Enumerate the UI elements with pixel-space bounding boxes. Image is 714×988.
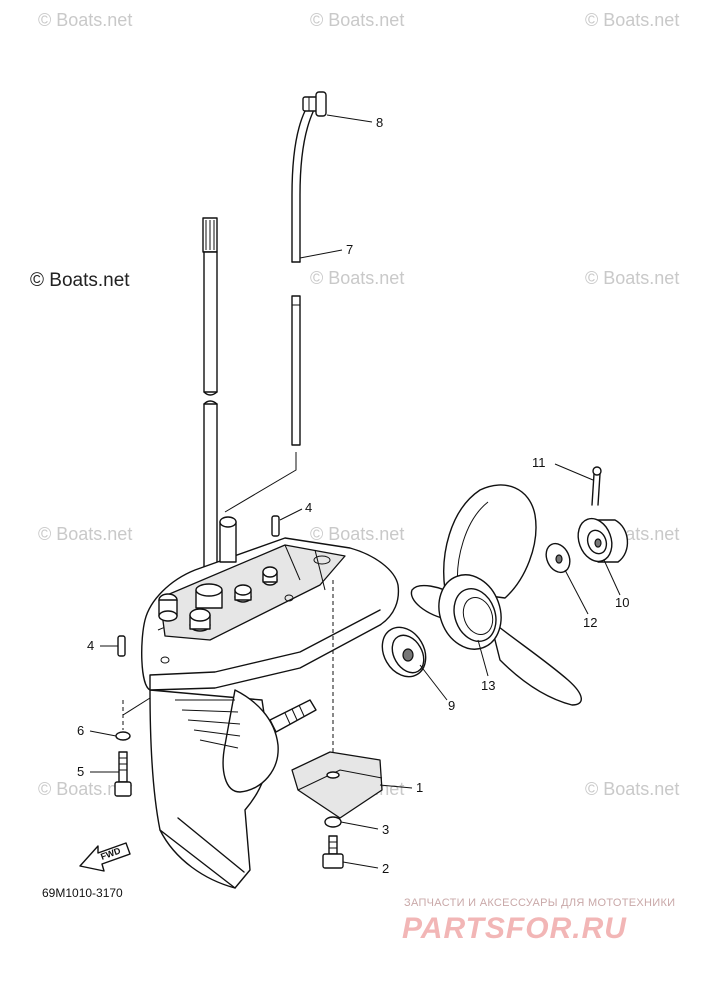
part-4-dowel-pin — [117, 515, 280, 657]
callout-labels: 8 7 4 4 6 5 1 3 2 9 13 12 10 11 — [77, 115, 629, 876]
part-3-washer — [324, 816, 342, 828]
part-8-hose-fitting — [302, 91, 327, 117]
watermark: © Boats.net — [585, 268, 679, 288]
watermark: © Boats.net — [38, 779, 132, 799]
callout-5: 5 — [77, 764, 84, 779]
part-10-propeller-nut — [577, 517, 629, 563]
callout-4: 4 — [87, 638, 94, 653]
callout-3: 3 — [382, 822, 389, 837]
watermark: © Boats.net — [38, 524, 132, 544]
callout-11: 11 — [532, 455, 546, 470]
callout-9: 9 — [448, 698, 455, 713]
watermark-layer: © Boats.net © Boats.net © Boats.net © Bo… — [30, 10, 679, 799]
watermark: © Boats.net — [585, 779, 679, 799]
callout-1: 1 — [416, 780, 423, 795]
lower-unit-housing — [141, 516, 400, 889]
forward-direction-arrow: FWD — [79, 842, 131, 872]
driveshaft — [202, 217, 218, 600]
callout-6: 6 — [77, 723, 84, 738]
part-9-thrust-washer — [381, 626, 427, 678]
callout-8: 8 — [376, 115, 383, 130]
callout-4: 4 — [305, 500, 312, 515]
watermark: © Boats.net — [310, 524, 404, 544]
part-6-washer — [115, 731, 131, 741]
leader-lines — [89, 114, 621, 869]
callout-2: 2 — [382, 861, 389, 876]
brand-tagline: ЗАПЧАСТИ И АКСЕССУАРЫ ДЛЯ МОТОТЕХНИКИ — [404, 897, 675, 909]
propeller-shaft — [269, 699, 317, 733]
callout-7: 7 — [346, 242, 353, 257]
part-12-washer — [545, 542, 571, 574]
diagram-code: 69M1010-3170 — [42, 886, 123, 900]
leader-line — [224, 452, 297, 513]
part-5-bolt — [114, 751, 132, 797]
part-13-propeller — [410, 484, 582, 706]
brand-watermark: ЗАПЧАСТИ И АКСЕССУАРЫ ДЛЯ МОТОТЕХНИКИ PA… — [402, 897, 675, 945]
callout-12: 12 — [583, 615, 597, 630]
callout-13: 13 — [481, 678, 495, 693]
watermark: © Boats.net — [585, 10, 679, 30]
part-1-anode — [291, 751, 383, 819]
part-2-bolt — [322, 835, 344, 869]
watermark: © Boats.net — [38, 10, 132, 30]
watermark-prominent: © Boats.net — [30, 270, 130, 291]
brand-logo: PARTSFOR.RU — [402, 912, 627, 945]
callout-10: 10 — [615, 595, 629, 610]
watermark: © Boats.net — [310, 10, 404, 30]
part-11-cotter-pin — [591, 466, 602, 506]
leader-line — [122, 697, 151, 716]
watermark: © Boats.net — [310, 268, 404, 288]
part-7-water-tube — [291, 110, 314, 446]
